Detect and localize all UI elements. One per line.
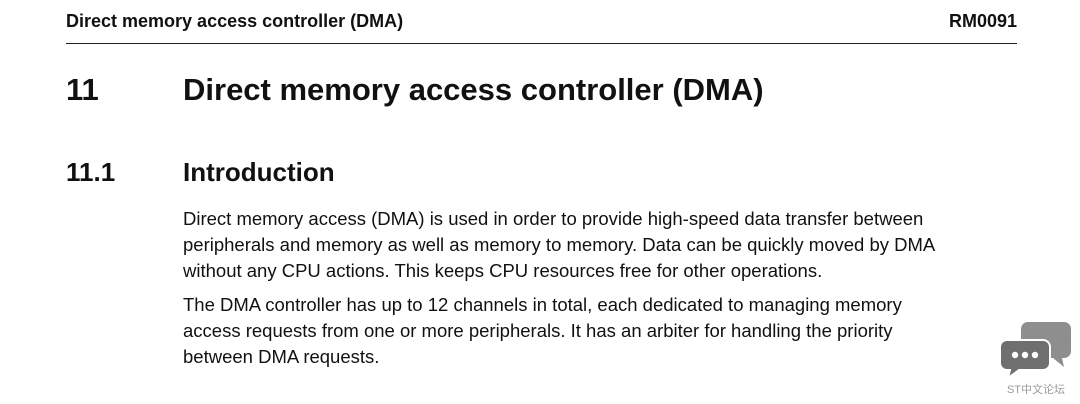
header-divider [66, 43, 1017, 44]
paragraph-line: without any CPU actions. This keeps CPU … [183, 260, 823, 281]
paragraph-line: peripherals and memory as well as memory… [183, 234, 936, 255]
paragraph-2: The DMA controller has up to 12 channels… [183, 292, 1023, 370]
forum-watermark: ST中文论坛 [996, 318, 1076, 402]
chat-bubbles-icon [999, 322, 1071, 378]
header-title: Direct memory access controller (DMA) [66, 11, 404, 31]
watermark-text: ST中文论坛 [1006, 384, 1066, 396]
paragraph-line: The DMA controller has up to 12 channels… [183, 294, 902, 315]
subsection-number: 11.1 [66, 157, 116, 187]
section-title: Direct memory access controller (DMA) [183, 72, 764, 107]
subsection-title: Introduction [183, 157, 335, 187]
paragraph-line: access requests from one or more periphe… [183, 320, 893, 341]
section-number: 11 [66, 72, 99, 107]
page-header: Direct memory access controller (DMA) RM… [66, 11, 1017, 39]
paragraph-line: between DMA requests. [183, 346, 380, 367]
paragraph-line: Direct memory access (DMA) is used in or… [183, 208, 924, 229]
header-doc-ref: RM0091 [948, 11, 1017, 31]
paragraph-1: Direct memory access (DMA) is used in or… [183, 206, 1023, 284]
